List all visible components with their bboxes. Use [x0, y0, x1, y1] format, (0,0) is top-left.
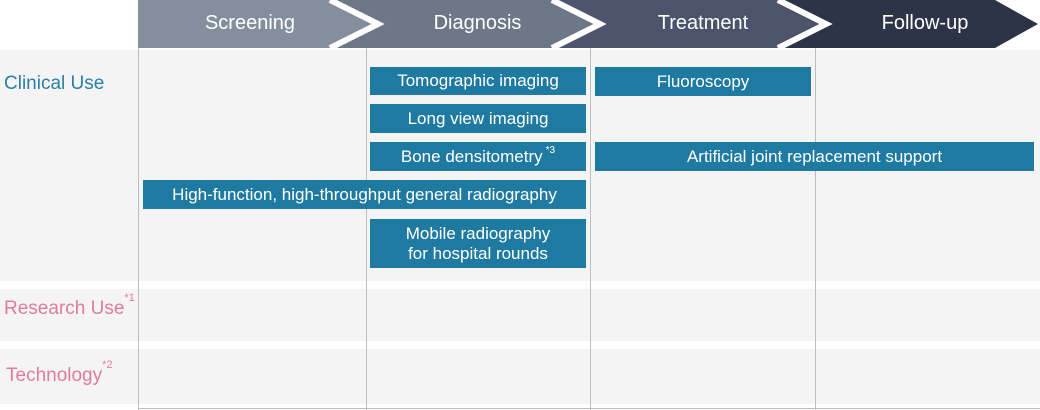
item-bone-densitometry: Bone densitometry*3: [370, 142, 586, 171]
stage-label-follow-up: Follow-up: [881, 12, 969, 34]
stage-separator: [550, 0, 607, 48]
stage-chevron-treatment: [552, 0, 826, 48]
row-technology: [0, 349, 1040, 404]
row-label-text: Technology: [6, 365, 103, 386]
item-fluoroscopy: Fluoroscopy: [595, 67, 811, 96]
footnote-marker: *2: [102, 359, 113, 371]
stage-separator: [776, 0, 833, 48]
item-tomographic-imaging: Tomographic imaging: [370, 67, 586, 95]
stage-separator: [328, 0, 385, 48]
stage-label-treatment: Treatment: [657, 12, 749, 34]
item-label: Artificial joint replacement support: [686, 146, 943, 166]
footnote-marker: *3: [545, 144, 556, 156]
item-label: Long view imaging: [407, 108, 549, 128]
stage-label-diagnosis: Diagnosis: [433, 12, 522, 34]
item-label-line-1: Mobile radiography: [405, 223, 551, 243]
item-long-view-imaging: Long view imaging: [370, 104, 586, 133]
row-label-text: Clinical Use: [4, 73, 105, 94]
grid-line: [138, 48, 139, 410]
stage-label-screening: Screening: [204, 12, 296, 34]
row-label-research-use: Research Use*1: [4, 292, 135, 320]
grid-line: [590, 48, 591, 410]
footnote-marker: *1: [124, 292, 135, 304]
item-label: Bone densitometry: [400, 146, 543, 166]
grid-line-bottom: [138, 408, 1040, 409]
grid-line: [815, 48, 816, 410]
row-label-clinical-use: Clinical Use: [4, 73, 104, 95]
stage-chevron-follow-up: [778, 0, 1038, 48]
item-general-radiography: High-function, high-throughput general r…: [143, 180, 586, 209]
row-label-text: Research Use: [4, 298, 125, 319]
stage-chevron-diagnosis: [330, 0, 600, 48]
item-mobile-radiography: Mobile radiography for hospital rounds: [370, 219, 586, 268]
grid-line: [366, 48, 367, 410]
item-label: High-function, high-throughput general r…: [172, 184, 557, 204]
item-artificial-joint-replacement: Artificial joint replacement support: [595, 142, 1034, 171]
item-label: Tomographic imaging: [397, 71, 559, 90]
item-label: Fluoroscopy: [656, 71, 750, 91]
row-research-use: [0, 289, 1040, 341]
stage-chevron-screening: [138, 0, 378, 48]
stage-chevrons: [138, 0, 1038, 48]
row-label-technology: Technology*2: [6, 359, 113, 387]
item-label-line-2: for hospital rounds: [408, 243, 548, 263]
